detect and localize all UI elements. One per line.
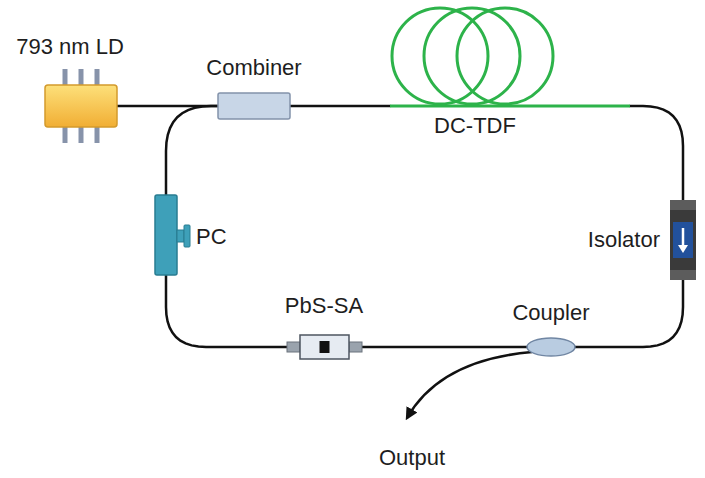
fiber-connector bbox=[575, 280, 683, 347]
isolator-body bbox=[670, 200, 696, 280]
fiber-connector bbox=[290, 105, 390, 108]
component-node: PbS-SA bbox=[287, 333, 362, 361]
isolator-cap bbox=[670, 270, 696, 280]
output-fiber bbox=[407, 352, 532, 418]
component-shape bbox=[45, 85, 117, 127]
label-holder: PbS-SA bbox=[285, 293, 363, 319]
absorber-film bbox=[320, 341, 330, 353]
absorber-housing bbox=[300, 335, 349, 359]
component-node: 793 nm LD bbox=[45, 85, 117, 127]
controller-body bbox=[155, 195, 177, 275]
fiber-connector bbox=[166, 106, 218, 195]
component-node: Isolator bbox=[670, 200, 696, 280]
connector-ferrule bbox=[287, 342, 300, 352]
component-label: 793 nm LD bbox=[16, 34, 124, 59]
label-holder: Coupler bbox=[512, 300, 589, 326]
connector-group bbox=[117, 106, 683, 347]
component-node: Coupler bbox=[527, 338, 575, 356]
controller-knob bbox=[184, 225, 190, 247]
component-node: PC bbox=[155, 195, 177, 275]
fiber-coil-loop bbox=[392, 8, 488, 104]
label-holder: 793 nm LD bbox=[16, 34, 124, 60]
isolator-window bbox=[673, 222, 693, 258]
label-holder: Combiner bbox=[206, 55, 301, 81]
component-shape bbox=[218, 93, 290, 119]
isolator-cap bbox=[670, 200, 696, 210]
component-shape bbox=[527, 338, 575, 356]
component-shape bbox=[670, 200, 696, 280]
component-label: Coupler bbox=[512, 300, 589, 325]
coupler-body bbox=[527, 338, 575, 356]
component-label: PbS-SA bbox=[285, 293, 363, 318]
fiber-connector bbox=[630, 106, 683, 200]
label-holder: DC-TDF bbox=[434, 113, 516, 139]
component-label: DC-TDF bbox=[434, 113, 516, 138]
output-label: Output bbox=[379, 445, 445, 470]
controller-stem bbox=[177, 230, 184, 242]
laser-diode-body bbox=[45, 85, 117, 127]
label-holder: PC bbox=[196, 224, 227, 250]
component-shape bbox=[390, 5, 630, 108]
component-label: PC bbox=[196, 224, 227, 249]
component-shape bbox=[155, 195, 177, 275]
component-label: Combiner bbox=[206, 55, 301, 80]
connector-ferrule bbox=[349, 342, 362, 352]
fiber-coil-loop bbox=[457, 8, 553, 104]
label-holder: Output bbox=[379, 445, 445, 471]
label-holder: Isolator bbox=[588, 227, 660, 253]
component-node: Combiner bbox=[218, 93, 290, 119]
component-shape bbox=[287, 333, 362, 361]
component-label: Isolator bbox=[588, 227, 660, 252]
direction-arrow bbox=[682, 228, 685, 246]
component-node: DC-TDF bbox=[390, 5, 630, 108]
combiner-body bbox=[218, 93, 290, 119]
fiber-connector bbox=[166, 275, 287, 347]
direction-arrowhead bbox=[678, 245, 688, 253]
fiber-connector bbox=[362, 346, 527, 349]
